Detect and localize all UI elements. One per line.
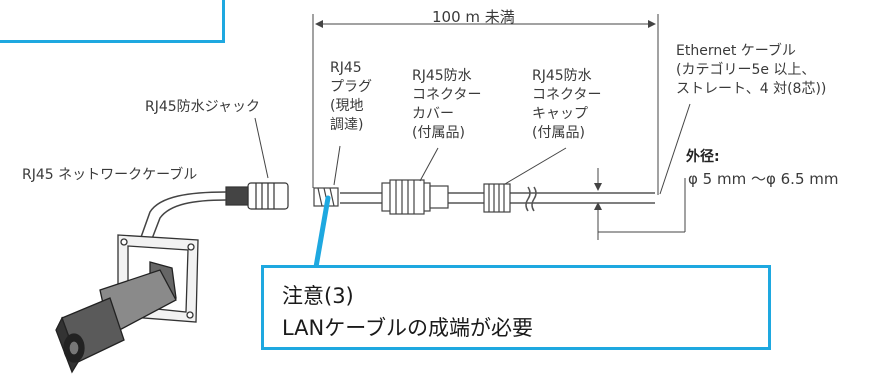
top-callout-box-edge [0,0,225,43]
connector-cover-drawing [381,179,449,215]
waterproof-jack-drawing [225,182,289,210]
network-cable-label: RJ45 ネットワークケーブル [22,167,198,183]
callout-text: LANケーブルの成端が必要 [282,316,533,340]
waterproof-cap-label: RJ45防水 コネクター キャップ (付属品) [532,68,602,141]
callout-title: 注意(3) [282,284,354,308]
length-label: 100 m 未満 [432,8,515,26]
rj45-plug-label: RJ45 プラグ (現地 調達) [330,60,372,133]
waterproof-jack-label: RJ45防水ジャック [145,99,260,115]
network-cable-drawing [139,191,227,245]
camera-body-drawing [55,261,177,374]
note-callout: 注意(3) LANケーブルの成端が必要 [261,265,771,350]
leader-lines [254,103,691,195]
diameter-marks [594,168,686,240]
ethernet-cable-label: Ethernet ケーブル (カテゴリー5e 以上、 ストレート、4 対(8芯)… [676,43,827,97]
waterproof-cover-label: RJ45防水 コネクター カバー (付属品) [412,68,482,141]
outer-diameter-title: 外径: [686,149,720,165]
connector-cap-drawing [483,183,511,213]
outer-diameter-value: φ 5 mm ～φ 6.5 mm [688,170,839,188]
dimension-lines [312,14,659,195]
